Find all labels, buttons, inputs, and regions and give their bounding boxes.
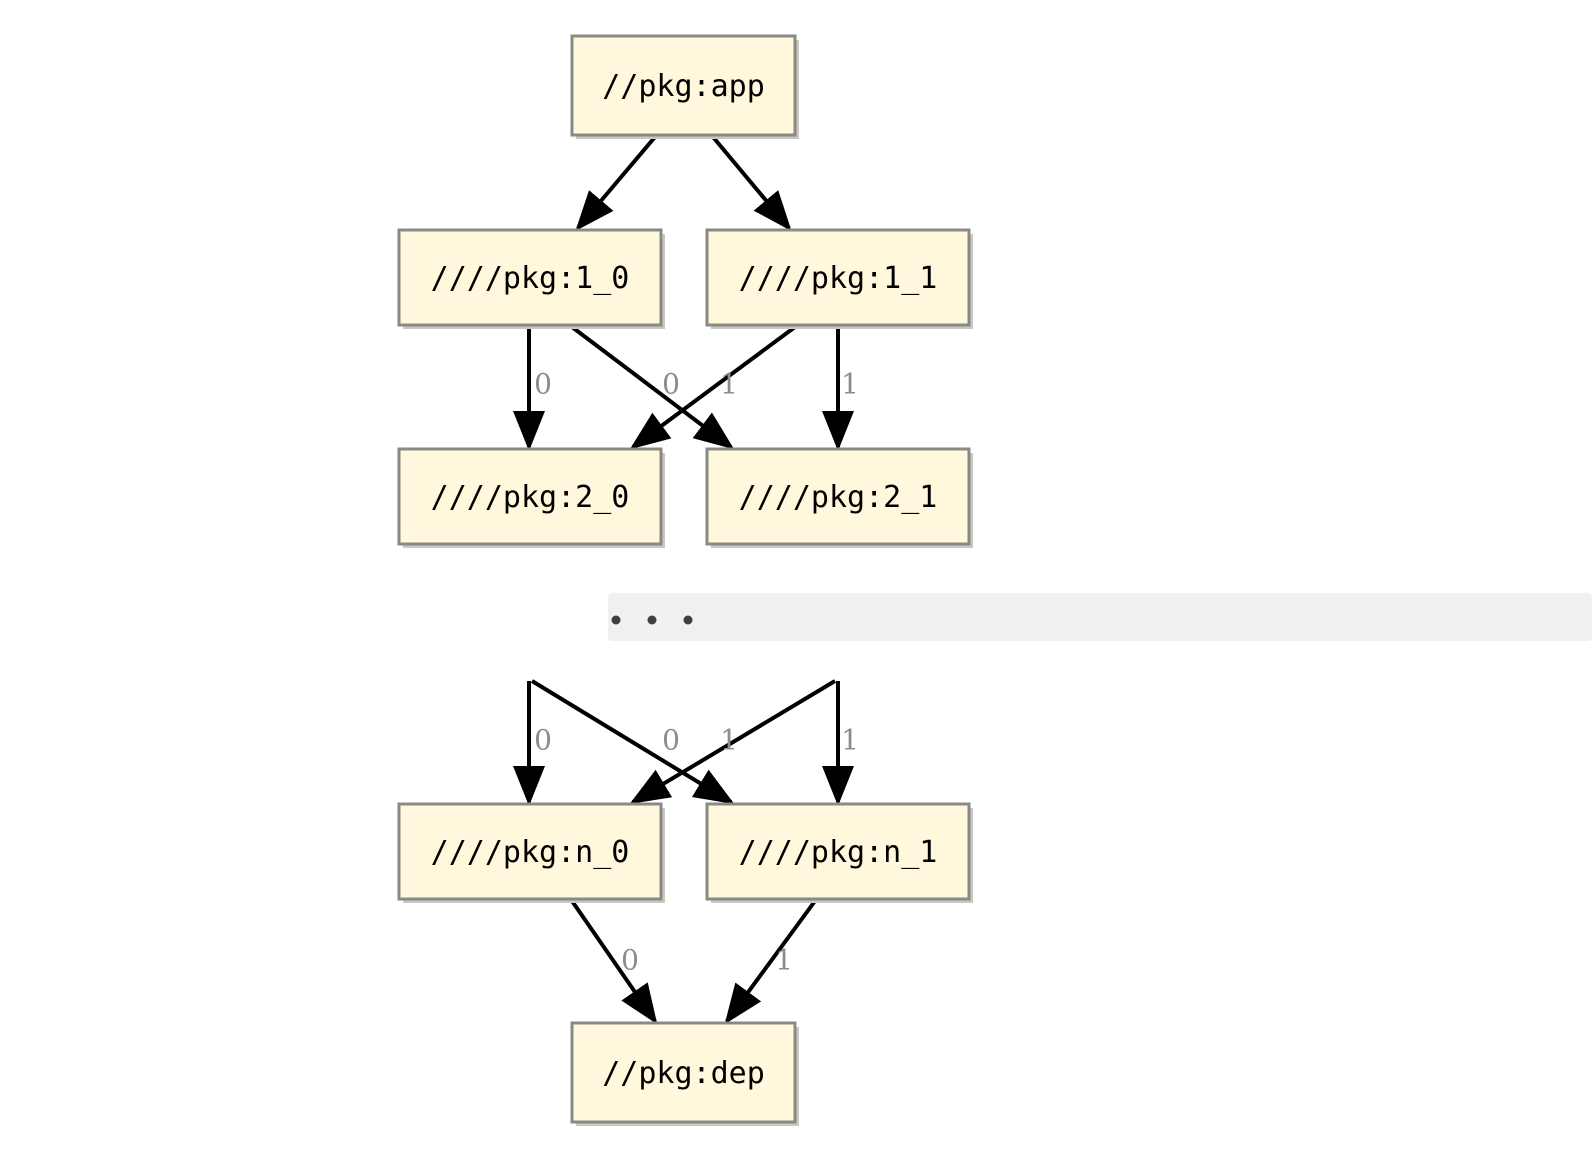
- edge-label: 0: [662, 724, 680, 757]
- ellipsis-dot: [683, 615, 693, 625]
- edge-label: 0: [534, 724, 552, 757]
- edge-line: [629, 325, 797, 450]
- node-label: ////pkg:n_0: [431, 835, 630, 870]
- node-label: ////pkg:n_1: [739, 835, 938, 870]
- node-label: ////pkg:1_1: [739, 261, 938, 296]
- edge-label: 1: [775, 944, 793, 977]
- edge-label: 1: [841, 368, 859, 401]
- edge-label: 0: [662, 368, 680, 401]
- ellipsis-dot: [611, 615, 621, 625]
- graph-edge: 0: [513, 681, 552, 806]
- graph-edge: 1: [629, 325, 797, 450]
- ellipsis-dot: [647, 615, 657, 625]
- graph-node-dep[interactable]: //pkg:dep: [570, 1021, 799, 1126]
- graph-node-ln_0[interactable]: ////pkg:n_0: [397, 802, 665, 903]
- node-label: //pkg:dep: [602, 1056, 765, 1091]
- edge-line: [575, 135, 657, 232]
- node-label: ////pkg:2_0: [431, 480, 630, 515]
- edge-line: [724, 899, 817, 1025]
- node-label: //pkg:app: [602, 69, 765, 104]
- edge-label: 1: [841, 724, 859, 757]
- ellipsis-band: [608, 593, 1592, 641]
- graph-node-l1_0[interactable]: ////pkg:1_0: [397, 228, 665, 329]
- graph-node-ln_1[interactable]: ////pkg:n_1: [705, 802, 973, 903]
- edge-label: 1: [720, 724, 738, 757]
- graph-edge: 0: [513, 327, 552, 451]
- edge-line: [711, 135, 792, 232]
- node-box[interactable]: [397, 447, 663, 546]
- edge-label: 0: [621, 944, 639, 977]
- node-layer: //pkg:app ////pkg:1_0 ////pkg:1_1 ////pkg:2…: [397, 34, 973, 1126]
- graph-node-l1_1[interactable]: ////pkg:1_1: [705, 228, 973, 329]
- node-box[interactable]: [705, 802, 971, 901]
- node-box[interactable]: [397, 228, 663, 327]
- graph-edge: 1: [724, 899, 817, 1025]
- graph-edge: 0: [570, 325, 735, 450]
- edge-layer: 0 0 1 1 0 0 1 1 0 1: [513, 135, 859, 1025]
- graph-node-app[interactable]: //pkg:app: [570, 34, 799, 139]
- graph-edge: 0: [530, 679, 735, 805]
- graph-edge: 1: [629, 679, 837, 805]
- graph-node-l2_1[interactable]: ////pkg:2_1: [705, 447, 973, 548]
- node-box[interactable]: [570, 34, 797, 137]
- node-box[interactable]: [705, 447, 971, 546]
- node-box[interactable]: [705, 228, 971, 327]
- edge-label: 0: [534, 368, 552, 401]
- edge-line: [570, 325, 735, 450]
- graph-edge: 1: [822, 681, 859, 806]
- edge-line: [629, 679, 837, 805]
- node-box[interactable]: [570, 1021, 797, 1124]
- graph-node-l2_0[interactable]: ////pkg:2_0: [397, 447, 665, 548]
- node-box[interactable]: [397, 802, 663, 901]
- node-label: ////pkg:2_1: [739, 480, 938, 515]
- graph-edge: [575, 135, 657, 232]
- graph-edge: [711, 135, 792, 232]
- ellipsis-separator: [608, 593, 1592, 641]
- graph-edge: 1: [822, 327, 859, 451]
- node-label: ////pkg:1_0: [431, 261, 630, 296]
- graph-edge: 0: [570, 899, 658, 1025]
- edge-label: 1: [720, 368, 738, 401]
- edge-line: [530, 679, 735, 805]
- edge-line: [570, 899, 658, 1025]
